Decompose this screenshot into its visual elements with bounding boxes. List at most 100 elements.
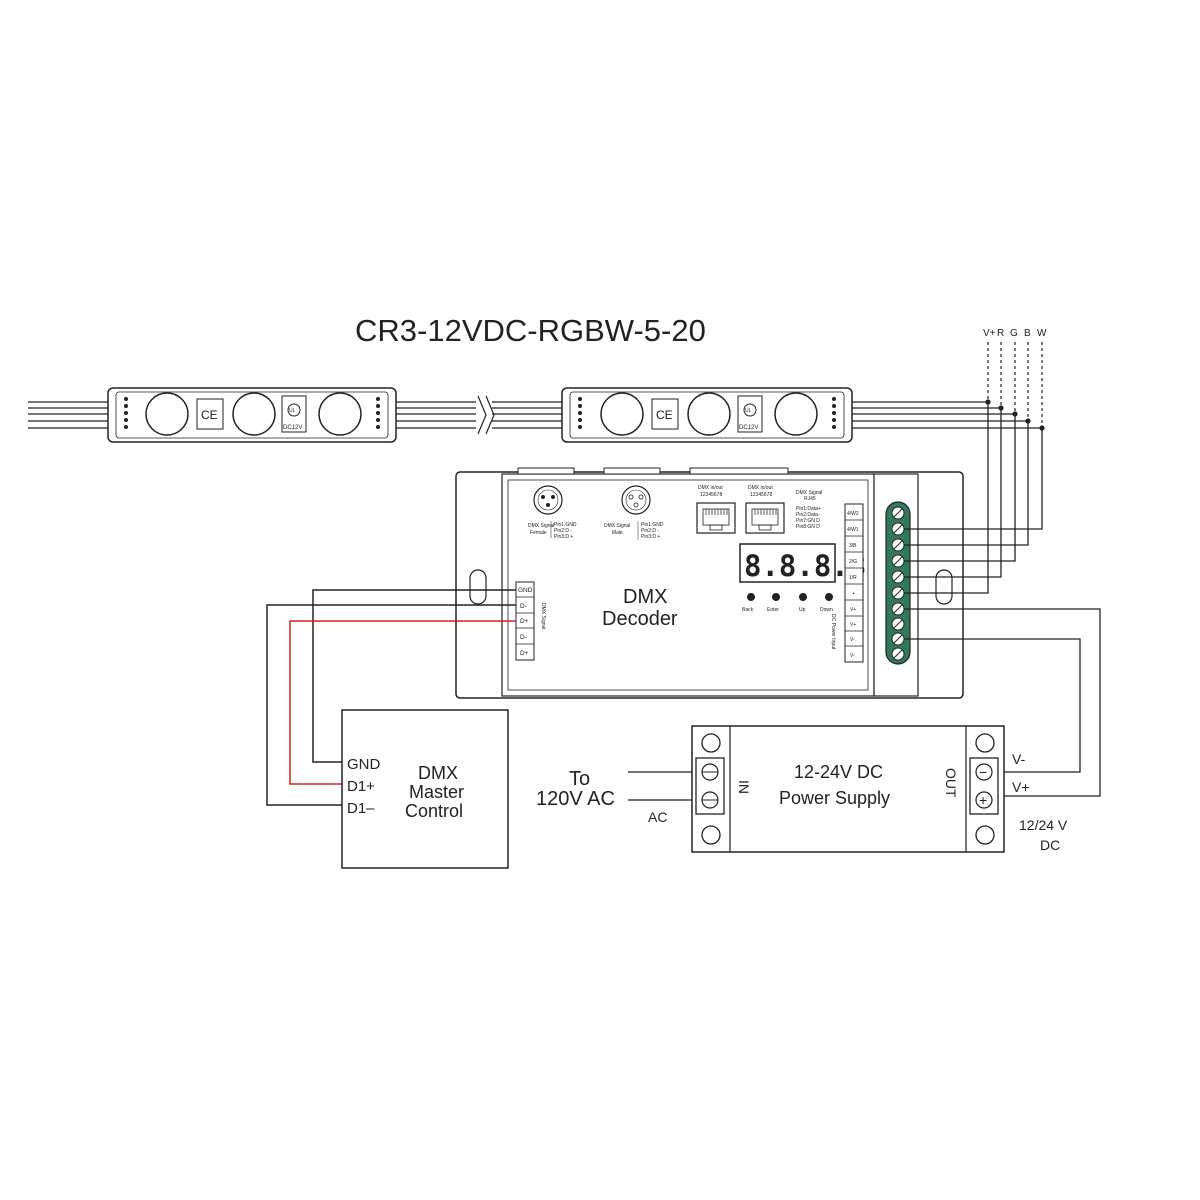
decoder-name-line2: Decoder [602,608,678,630]
svg-text:1/R: 1/R [849,575,857,581]
svg-text:Pin2:D -: Pin2:D - [554,528,572,534]
svg-text:4/W1: 4/W1 [847,527,859,533]
svg-text:DMX Signal: DMX Signal [540,603,546,629]
decoder-buttons: Back Enter Up Down [742,593,833,613]
svg-text:Pin1:GND: Pin1:GND [641,522,664,528]
svg-text:DC Power Input: DC Power Input [830,614,836,650]
strip-break-symbol [477,395,495,435]
enter-button-icon [772,593,780,601]
svg-text:DMX in/out: DMX in/out [698,485,723,491]
svg-text:GND: GND [518,587,533,594]
ce-mark-icon: CE [656,408,673,422]
master-pin-d1plus: D1+ [347,778,375,795]
svg-text:UL: UL [745,408,752,414]
svg-text:Pin1:GND: Pin1:GND [554,522,577,528]
wire-label-b: B [1024,328,1031,339]
dmx-master-control: GND D1+ D1– DMX Master Control [341,709,509,869]
svg-text:D+: D+ [520,650,529,657]
svg-text:DMX Signal: DMX Signal [528,523,554,529]
mounting-hole-icon [701,733,721,753]
svg-text:D-: D- [520,603,527,610]
output-wires [904,402,1043,594]
led-lens-icon [687,392,731,436]
output-terminal-labels: 4/W2 4/W1 3/B 2/G 1/R + V+ V+ V- V- DC P… [830,503,864,663]
led-lens-icon [600,392,644,436]
mounting-hole-icon [975,733,995,753]
svg-text:V+: V+ [850,607,856,613]
mounting-hole-icon [701,825,721,845]
svg-text:3/B: 3/B [849,543,857,549]
psu-v-minus: V- [1012,751,1026,767]
svg-text:Pin1:Data+: Pin1:Data+ [796,506,821,512]
svg-text:Pin3:D +: Pin3:D + [554,534,573,540]
master-pin-gnd: GND [347,756,381,773]
led-lens-icon [145,392,189,436]
svg-text:D-: D- [520,634,527,641]
master-name-line2: Master [409,782,464,802]
svg-text:Pin3:D +: Pin3:D + [641,534,660,540]
svg-text:V+: V+ [850,622,856,628]
svg-text:12345678: 12345678 [700,492,722,498]
psu-plus-symbol: + [979,792,987,808]
mounting-slot-right [935,569,953,605]
svg-text:D+: D+ [520,618,529,625]
seven-segment-display [739,543,836,583]
svg-text:DMX Signal: DMX Signal [796,490,822,496]
svg-text:DMX Signal: DMX Signal [604,523,630,529]
ul-mark-icon [743,403,757,417]
down-button-icon [825,593,833,601]
svg-text:Pin2:D -: Pin2:D - [641,528,659,534]
mounting-hole-icon [975,825,995,845]
dc-output-line2: DC [1040,837,1060,853]
led-module-1: CE UL DC12V [107,387,397,443]
svg-text:DMX in/out: DMX in/out [748,485,773,491]
green-terminal-block [885,501,911,665]
wire-label-g: G [1010,328,1018,339]
module-voltage-label: DC12V [739,425,758,431]
ac-input: To 120V AC AC [536,768,696,825]
psu-v-plus: V+ [1012,779,1030,795]
psu-name-line2: Power Supply [779,788,890,808]
dc-output-line1: 12/24 V [1019,817,1068,833]
svg-text:Up: Up [799,607,806,613]
power-wires [904,608,1101,797]
ac-label: AC [648,809,667,825]
master-name-line3: Control [405,801,463,821]
top-wire-labels: V+ R G B W [983,328,1047,339]
dmx-decoder: DMX Signal Female Pin1:GND Pin2:D - Pin3… [455,467,964,699]
led-module-2: CE UL DC12V [561,387,853,443]
svg-text:Pin7:GN D: Pin7:GN D [796,518,820,524]
mounting-slot-left [469,569,487,605]
wire-label-w: W [1037,328,1047,339]
svg-text:2/G: 2/G [849,559,857,565]
svg-text:UL: UL [289,408,296,414]
led-lens-icon [232,392,276,436]
psu-minus-symbol: − [979,764,987,780]
svg-text:12345678: 12345678 [750,492,772,498]
led-lens-icon [774,392,818,436]
svg-text:Back: Back [742,607,754,613]
back-button-icon [747,593,755,601]
master-name-line1: DMX [418,763,458,783]
ul-mark-icon [287,403,301,417]
led-lens-icon [318,392,362,436]
power-supply: IN − + OUT 12-24V DC Power Supply V- V+ [691,725,1030,853]
svg-text:4/W2: 4/W2 [847,511,859,517]
wire-label-r: R [997,328,1004,339]
svg-text:V-: V- [850,653,855,659]
svg-text:V-: V- [850,637,855,643]
psu-name-line1: 12-24V DC [794,762,883,782]
module-voltage-label: DC12V [283,425,302,431]
svg-text:Female: Female [530,530,547,536]
dmx-signal-wires [266,589,516,806]
psu-in-label: IN [736,780,752,794]
ce-mark-icon: CE [201,408,218,422]
led-strip-wires [28,401,1042,429]
ac-input-line1: To [569,768,590,790]
svg-text:RJ45: RJ45 [804,496,816,502]
svg-text:Enter: Enter [767,607,779,613]
diagram-title: CR3-12VDC-RGBW-5-20 [355,313,706,348]
ac-input-line2: 120V AC [536,788,615,810]
svg-text:Pin8:GN D: Pin8:GN D [796,524,820,530]
